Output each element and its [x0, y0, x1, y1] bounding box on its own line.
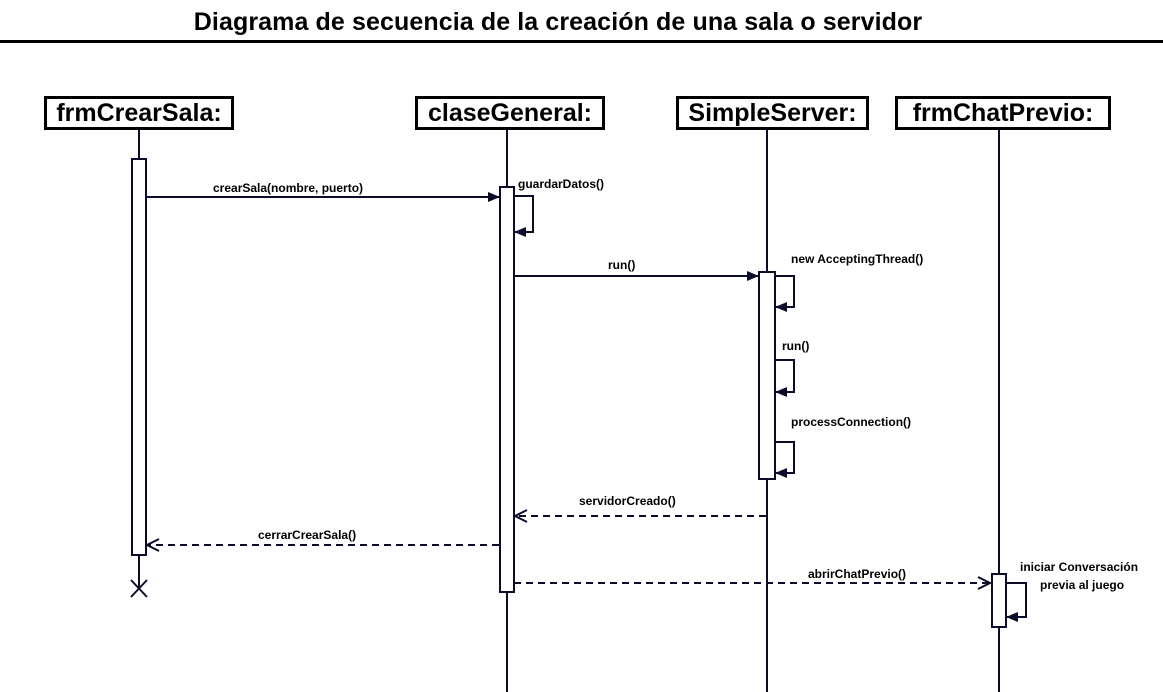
msg-process-connection-arrow: [775, 441, 795, 478]
msg-guardar-datos-arrow: [514, 195, 534, 237]
destroy-mark: [130, 579, 148, 598]
label-cerrar-crear-sala: cerrarCrearSala(): [258, 528, 357, 542]
label-run-call: run(): [608, 258, 636, 272]
title-underline: [0, 40, 1163, 43]
msg-new-accepting-thread-arrow: [775, 275, 795, 312]
msg-iniciar-conversacion-arrow: [1006, 582, 1027, 622]
activation-simpleserver: [758, 271, 776, 480]
label-servidor-creado: servidorCreado(): [579, 494, 676, 508]
label-iniciar-conversacion-line2: previa al juego: [1040, 578, 1125, 592]
label-run-self: run(): [782, 339, 810, 353]
activation-clasegeneral: [499, 186, 515, 593]
activation-frmcrearsala: [131, 158, 147, 556]
msg-run-self-arrow: [775, 359, 795, 397]
object-simpleserver: SimpleServer:: [676, 96, 869, 130]
label-guardar-datos: guardarDatos(): [518, 177, 605, 191]
label-iniciar-conversacion-line1: iniciar Conversación: [1020, 560, 1139, 574]
label-crear-sala: crearSala(nombre, puerto): [213, 181, 364, 195]
activation-frmchatprevio: [991, 573, 1007, 628]
label-process-connection: processConnection(): [791, 415, 912, 429]
object-frmcrearsala: frmCrearSala:: [44, 96, 234, 130]
label-new-accepting-thread: new AcceptingThread(): [791, 252, 924, 266]
diagram-title: Diagrama de secuencia de la creación de …: [193, 8, 923, 36]
object-frmchatprevio: frmChatPrevio:: [895, 96, 1111, 130]
label-abrir-chat-previo: abrirChatPrevio(): [808, 567, 907, 581]
object-clasegeneral: claseGeneral:: [415, 96, 605, 130]
